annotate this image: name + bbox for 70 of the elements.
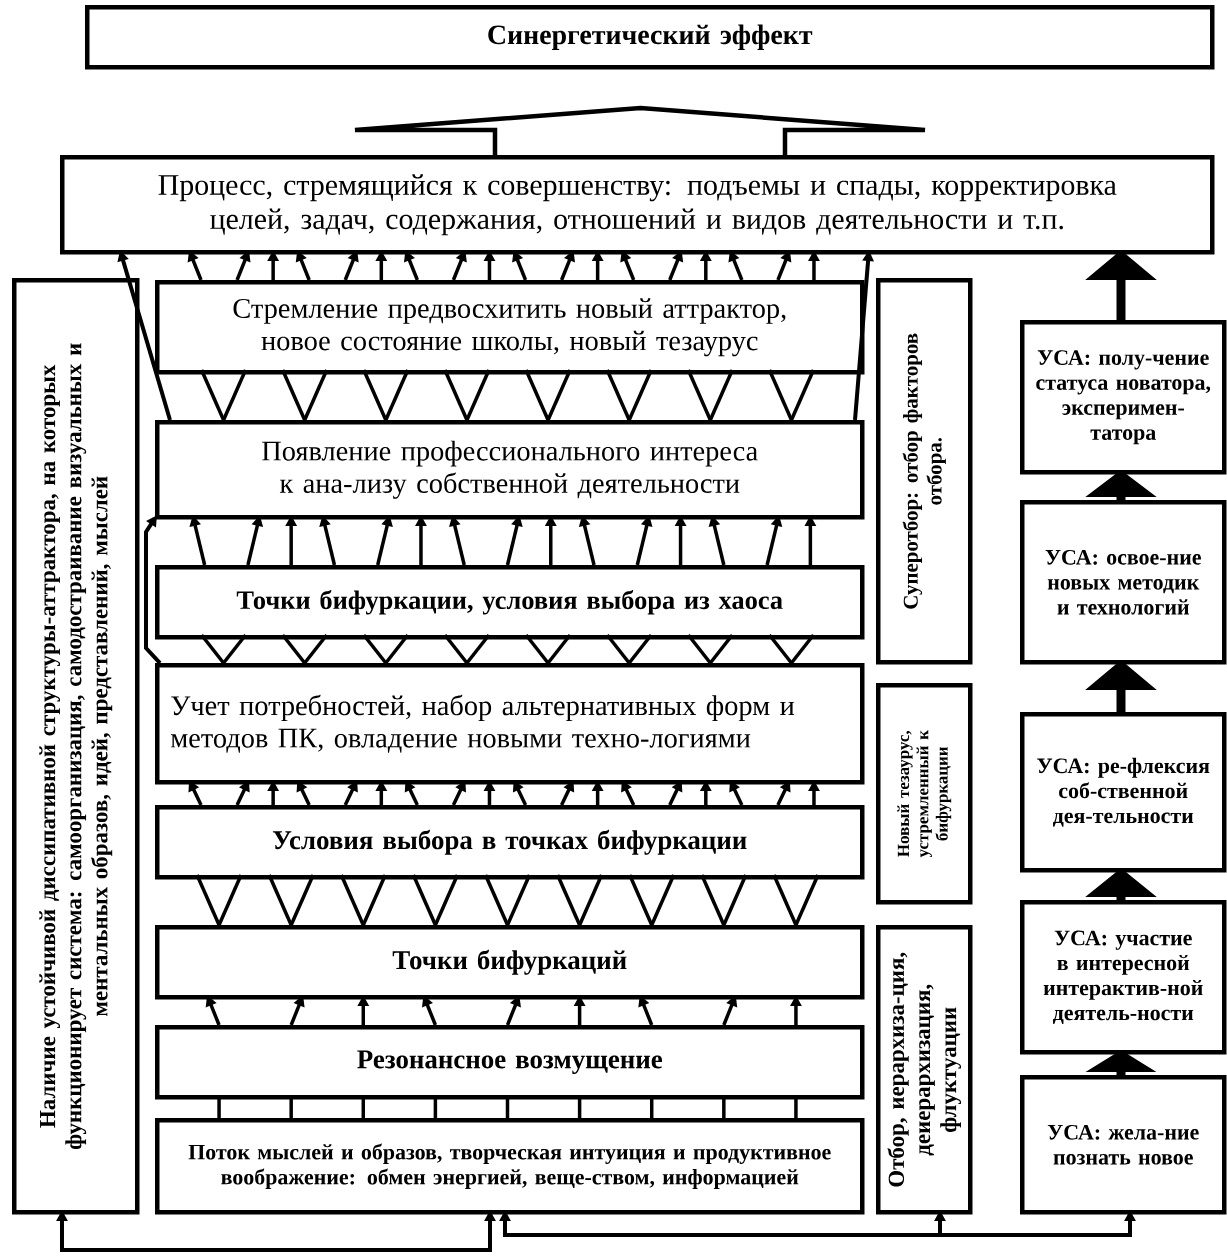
connector-line [789,369,816,421]
connector-line [708,369,734,421]
connector-line [605,369,631,421]
connector-line [267,874,293,926]
connector-line [200,633,225,665]
connector-line [628,874,654,926]
connector-line [281,369,307,421]
connector-line [433,874,459,926]
connector-line [768,633,793,665]
connector-line [708,633,734,665]
connector-line [686,633,712,665]
connector-line [686,369,712,421]
stage-box: УСА: освое-ние новых методик и технологий [1020,500,1227,665]
process-box: Поток мыслей и образов, творческая интуиция и продуктивное воображение: обмен энергией, веще-ством, информацией [155,1118,865,1215]
connector-line [794,874,820,926]
connector-line [361,874,387,926]
process-box: Точки бифуркаций [155,925,865,1000]
stage-box: УСА: полу-чение статуса новатора, эксперимен-татора [1020,320,1227,475]
connector-line [217,874,243,926]
side-box: Отбор, иерархиза-ция, деиерархизация, флуктуации [876,925,973,1215]
process-box: Появление профессионального интереса к ана-лизу собственной деятельности [155,420,865,520]
connector-line [384,369,410,421]
connector-line [767,369,794,421]
connector-line [339,874,365,926]
process-box: Точки бифуркации, условия выбора из хаоса [155,565,865,640]
connector-line [465,633,491,665]
connector-line [362,369,388,421]
connector-line [505,874,532,926]
connector-line [443,633,469,665]
connector-line [289,874,315,926]
process-box: Процесс, стремящийся к совершенству: подъемы и спады, корректировка целей, задач, содержания, отношений и видов деятельности и т.п. [60,155,1215,255]
stage-box: УСА: жела-ние познать новое [1020,1075,1227,1215]
stage-box: УСА: участие в интересной интерактив-ной деятель-ности [1020,900,1227,1055]
connector-line [303,369,329,421]
connector-line [221,369,248,421]
connector-line [546,633,572,665]
connector-line [281,633,307,665]
connector-line [605,633,631,665]
connector-line [362,633,388,665]
connector-line [627,633,653,665]
side-box: Наличие устойчивой диссипативной структуры-аттрактора, на которых функционирует система: самоорганизация, самодостраивание визуальных и ментальных образов, идей, представлений, мыслей [12,278,140,1215]
connector-line [578,874,604,926]
connector-line [524,633,550,665]
connector-line [411,874,437,926]
side-box: Суперотбор: отбор факторов отбора. [876,278,973,665]
process-box: Учет потребностей, набор альтернативных форм и методов ПК, овладение новыми техно-логиями [155,663,865,785]
connector-line [384,633,410,665]
side-box: Новый тезаурус, устремленный к бифуркации [876,683,973,905]
connector-line [199,369,226,421]
block-arrow [352,105,928,158]
connector-line [465,369,491,421]
connector-line [483,874,510,926]
connector-line [303,633,329,665]
connector-line [443,369,469,421]
connector-line [722,874,748,926]
connector-line [195,874,221,926]
connector-line [650,874,676,926]
process-box: Резонансное возмущение [155,1025,865,1100]
result-box: Синергетический эффект [85,5,1215,70]
connector-line [546,369,572,421]
connector-line [627,369,653,421]
connector-line [222,633,247,665]
stage-box: УСА: ре-флексия соб-ственной дея-тельности [1020,712,1227,873]
connector-line [700,874,726,926]
connector-line [790,633,815,665]
connector-line [524,369,550,421]
process-box: Условия выбора в точках бифуркации [155,805,865,880]
connector-line [772,874,798,926]
process-box: Стремление предвосхитить новый аттрактор, новое состояние школы, новый тезаурус [155,280,865,375]
connector-line [556,874,582,926]
